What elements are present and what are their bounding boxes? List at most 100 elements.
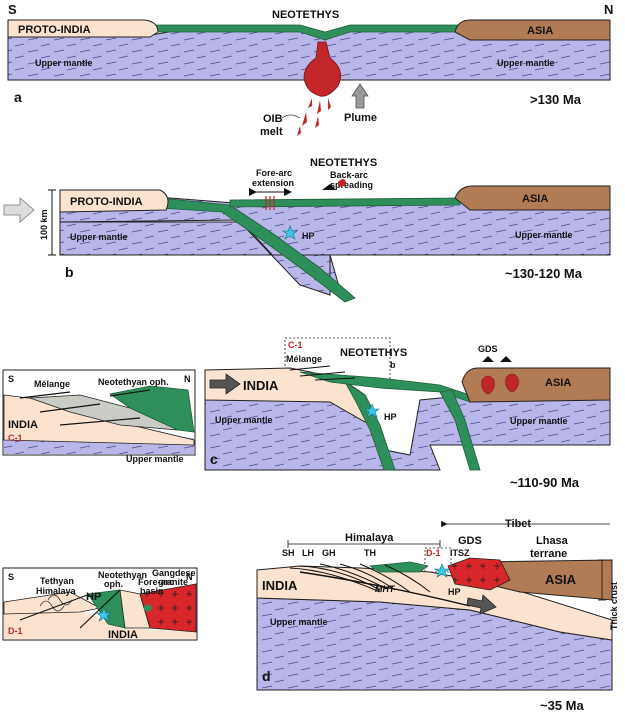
inset-d1-north-label: N bbox=[186, 572, 193, 582]
panel-c-letter: c bbox=[210, 451, 218, 467]
panel-d-tibet-bracket: Tibet bbox=[441, 518, 610, 530]
inset-d1-hp-star bbox=[96, 607, 112, 622]
panel-c-hp-star bbox=[364, 403, 380, 418]
inset-c1-thrusts bbox=[19, 389, 151, 426]
inset-d1-oph-line1: Neotethyan bbox=[98, 570, 147, 580]
panel-b-forearc-line1: Fore-arc bbox=[256, 168, 292, 178]
panel-a-north-label: N bbox=[604, 2, 613, 17]
panel-b-mantle-right: Upper mantle bbox=[515, 230, 573, 240]
inset-c1-north-label: N bbox=[184, 374, 191, 384]
panel-d-himalaya-bracket: Himalaya bbox=[287, 532, 441, 548]
panel-c-slab bbox=[344, 381, 396, 471]
panel-b-backarc-volcano bbox=[322, 184, 336, 190]
panel-c-melange-label: Mélange bbox=[286, 354, 322, 364]
panel-d-himalaya-label: Himalaya bbox=[345, 532, 394, 544]
panel-b-asia bbox=[454, 185, 611, 211]
inset-d1-pod bbox=[144, 604, 152, 612]
panel-d-lhasa-line2: terrane bbox=[530, 548, 567, 560]
panel-b-forearc-dikes bbox=[265, 196, 275, 210]
panel-b-scale-bar: 100 km bbox=[39, 189, 56, 256]
inset-d1-india-base bbox=[4, 610, 196, 639]
panel-d-thick-crust: Thick crust bbox=[609, 582, 619, 630]
panel-b-hp-label: HP bbox=[302, 231, 315, 241]
inset-d1-faults bbox=[19, 589, 121, 629]
panel-d-granite bbox=[447, 557, 511, 591]
panel-d-india-label: INDIA bbox=[262, 578, 298, 593]
panel-d-itsz-label: ITSZ bbox=[450, 548, 470, 558]
panel-b-age: ~130-120 Ma bbox=[505, 266, 583, 281]
inset-c1-melange-label: Mélange bbox=[34, 379, 70, 389]
panel-b-ocean-label: NEOTETHYS bbox=[310, 157, 377, 169]
panel-c-gds-label: GDS bbox=[478, 344, 498, 354]
panel-d-gds-label: GDS bbox=[458, 535, 482, 547]
panel-c-ocean-label: NEOTETHYS bbox=[340, 347, 407, 359]
panel-d-thick-crust-bar: Thick crust bbox=[598, 559, 619, 630]
panel-d-box-label: D-1 bbox=[426, 548, 441, 558]
panel-a-plume-label: Plume bbox=[344, 112, 377, 124]
panel-d-mantle-label: Upper mantle bbox=[270, 617, 328, 627]
inset-d1-forearc-line2: basin bbox=[140, 586, 164, 596]
panel-c: C-1 Mélange NEOTETHYS b GDS INDIA ASIA H… bbox=[204, 337, 611, 490]
inset-c1-south-label: S bbox=[8, 374, 14, 384]
panel-d-th-label: TH bbox=[364, 548, 376, 558]
panel-d-motion-arrow bbox=[466, 594, 497, 615]
panel-b-proto-india bbox=[59, 189, 169, 213]
panel-a-melt-drops bbox=[297, 98, 331, 136]
inset-d1-box-label: D-1 bbox=[8, 626, 23, 636]
panel-b-india-label: PROTO-INDIA bbox=[70, 196, 143, 208]
panel-b-backarc-line2: spreading bbox=[330, 180, 373, 190]
panel-b: NEOTETHYS Fore-arc extension Back-arc sp… bbox=[3, 157, 611, 303]
panel-c-india-label: INDIA bbox=[243, 378, 279, 393]
panel-c-india-arrow bbox=[209, 373, 241, 395]
inset-d1-gangdese-line1: Gangdese bbox=[152, 568, 196, 578]
panel-d-ophiolite bbox=[368, 561, 429, 573]
inset-d1-forearc-line1: Fore-arc bbox=[138, 577, 174, 587]
panel-b-letter: b bbox=[65, 264, 74, 280]
inset-c1-oph-label: Neotethyan oph. bbox=[98, 377, 169, 387]
inset-c1-india-label: INDIA bbox=[8, 419, 38, 431]
panel-d-mht-label: MHT bbox=[375, 584, 396, 594]
panel-b-forearc-line2: extension bbox=[252, 178, 294, 188]
inset-c1: S N Mélange Neotethyan oph. INDIA C-1 Up… bbox=[2, 369, 196, 464]
panel-c-mantle-left: Upper mantle bbox=[215, 415, 273, 425]
panel-b-scale-label: 100 km bbox=[39, 209, 49, 240]
inset-d1-tethyan-line1: Tethyan bbox=[40, 576, 74, 586]
panel-d-thrust-fan bbox=[289, 563, 431, 593]
inset-d1-south-label: S bbox=[8, 572, 14, 582]
panel-d-hp-star bbox=[434, 563, 450, 578]
panel-c-hp-label: HP bbox=[384, 412, 397, 422]
panel-a-age: >130 Ma bbox=[530, 92, 582, 107]
panel-a-mantle-right: Upper mantle bbox=[497, 58, 555, 68]
inset-d1-hp-label: HP bbox=[86, 591, 101, 603]
panel-a: S N NEOTETHYS PROTO-INDIA ASIA Upper man… bbox=[7, 2, 613, 138]
panel-a-oib-leader bbox=[281, 114, 301, 119]
panel-c-mantle bbox=[204, 394, 611, 471]
panel-d-gh-label: GH bbox=[322, 548, 336, 558]
panel-c-backarc-slab bbox=[439, 389, 481, 471]
panel-b-slab bbox=[159, 197, 356, 303]
inset-d1-tethyan bbox=[3, 591, 102, 615]
panel-c-ocean-sub: b bbox=[390, 360, 396, 370]
panel-c-c1-box bbox=[284, 337, 391, 384]
panel-c-melange-thrusts bbox=[289, 365, 356, 381]
panel-c-gds-plutons bbox=[481, 373, 519, 395]
panel-c-box-label: C-1 bbox=[288, 340, 303, 350]
panel-d-letter: d bbox=[262, 668, 271, 684]
inset-d1-oph-line2: oph. bbox=[104, 579, 123, 589]
panel-a-plume-arrow bbox=[351, 83, 369, 109]
panel-b-hp-star bbox=[282, 225, 298, 240]
panel-a-asia bbox=[454, 19, 611, 41]
panel-a-south-label: S bbox=[8, 2, 17, 17]
inset-d1-granite bbox=[139, 583, 197, 633]
panel-b-asia-label: ASIA bbox=[522, 193, 548, 205]
panel-a-india-label: PROTO-INDIA bbox=[18, 24, 91, 36]
panel-c-gds-volcanoes bbox=[482, 356, 512, 362]
panel-d-asia-label: ASIA bbox=[545, 572, 577, 587]
panel-a-oib-line1: OIB bbox=[263, 113, 283, 125]
panel-d-tibet-label: Tibet bbox=[505, 518, 531, 530]
inset-d1-gangdese-line2: granite bbox=[158, 577, 188, 587]
panel-c-mantle-right: Upper mantle bbox=[510, 416, 568, 426]
panel-d-hp-label: HP bbox=[448, 587, 461, 597]
inset-d1-tethyan-line2: Himalaya bbox=[36, 586, 77, 596]
